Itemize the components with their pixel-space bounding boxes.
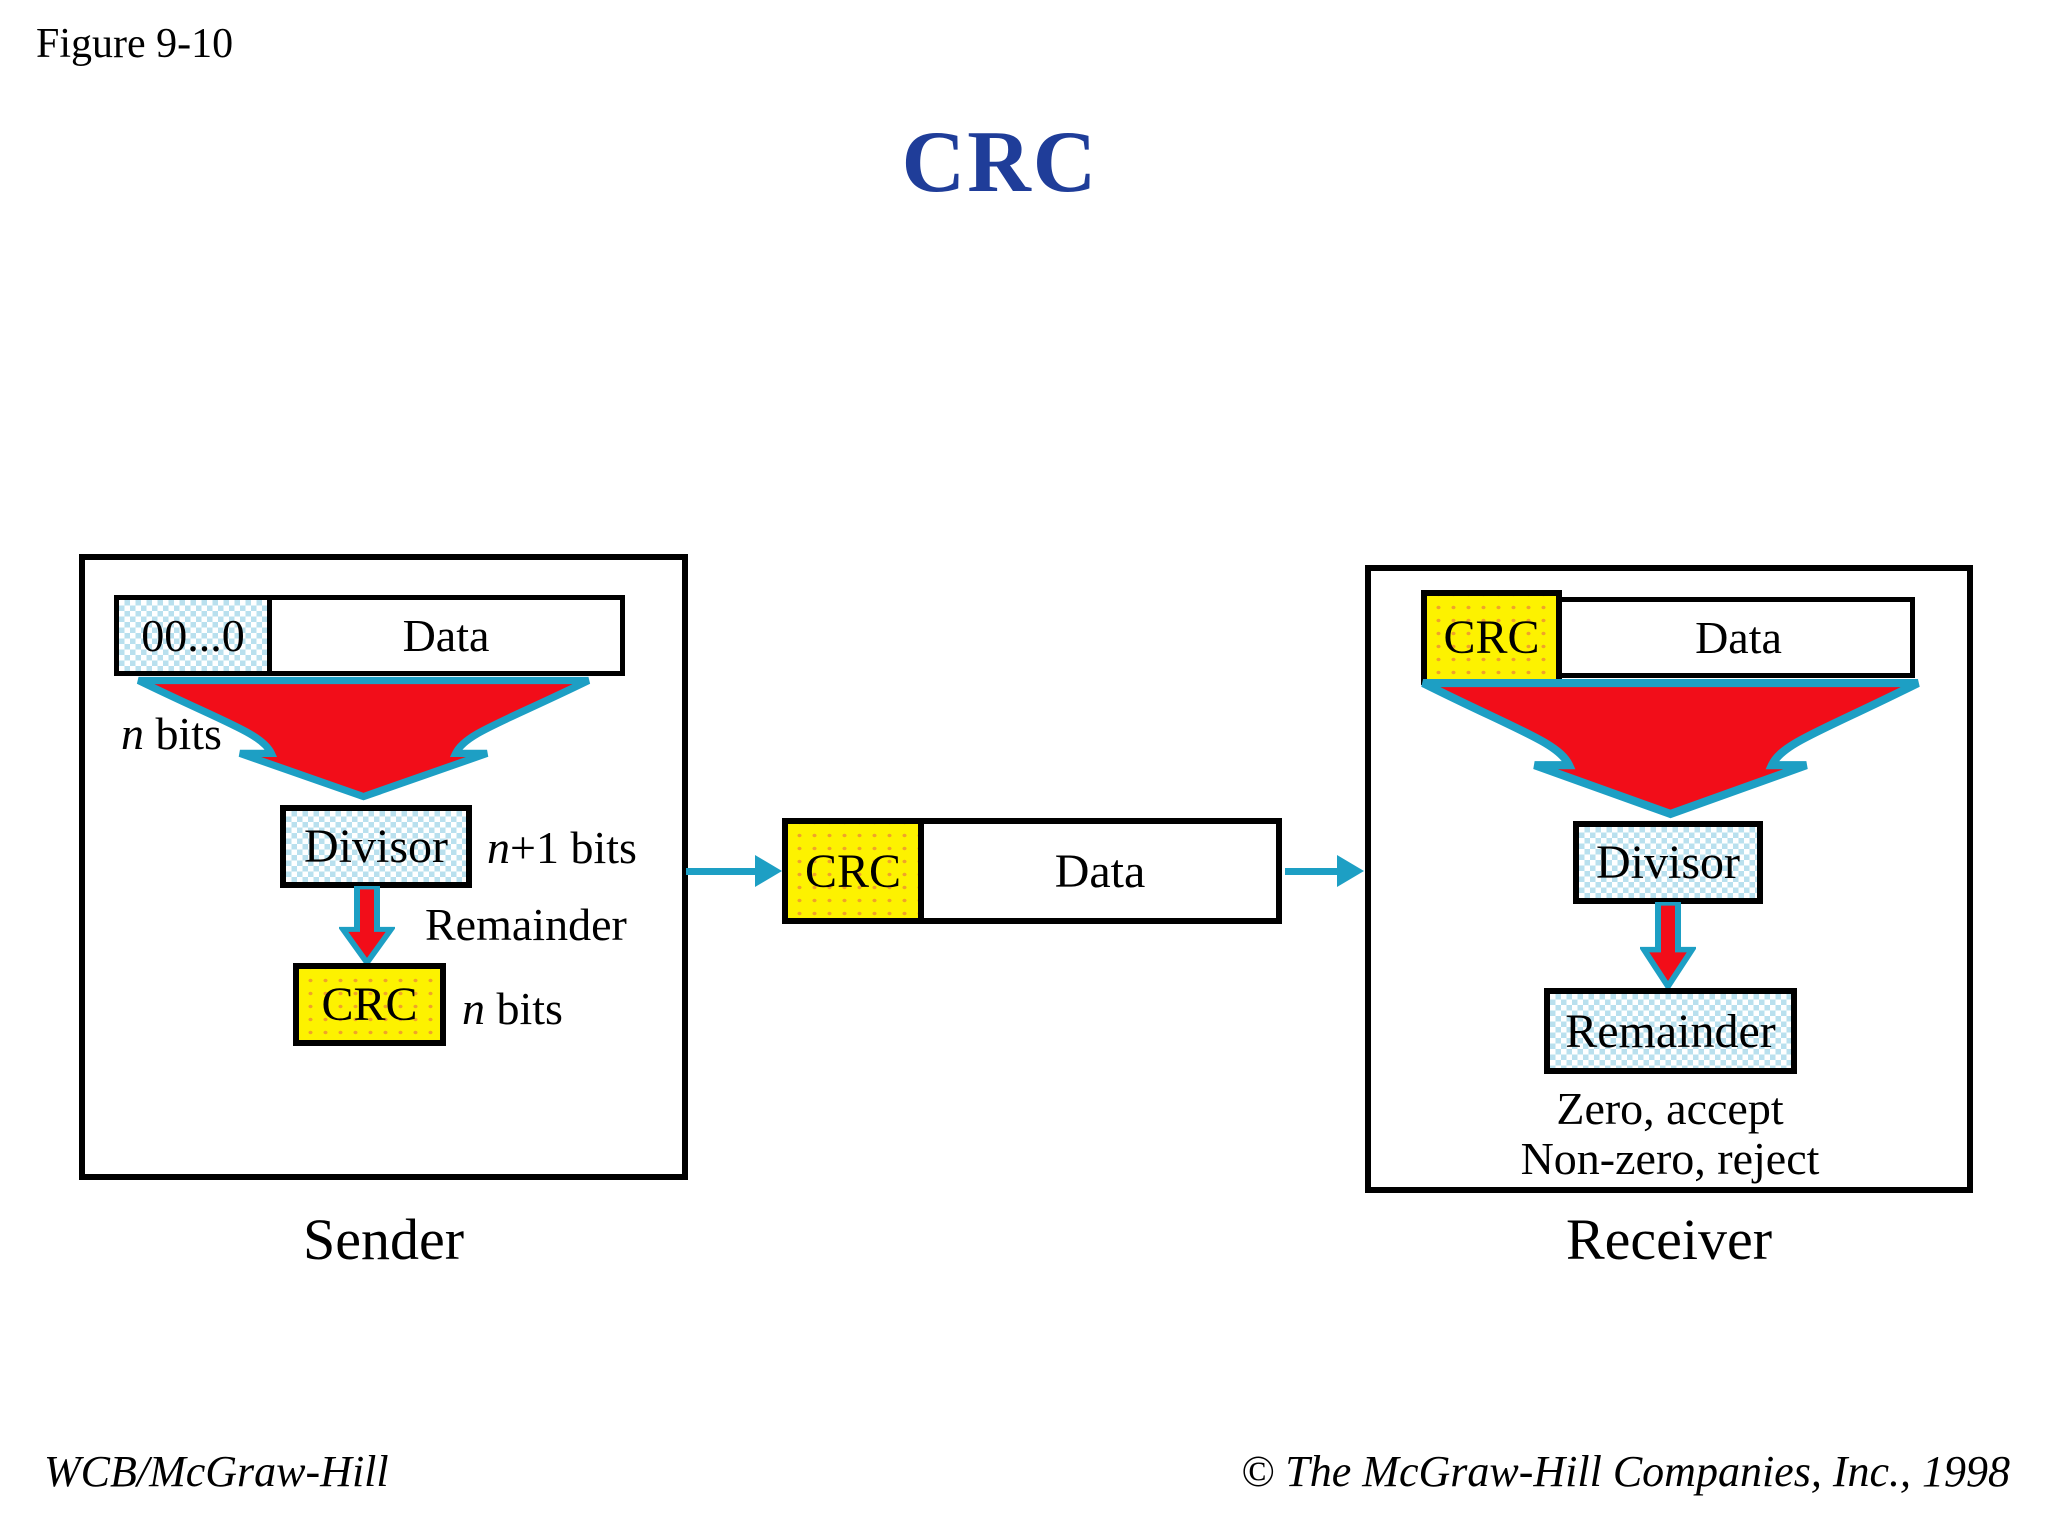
sender-zeros-cell: 00...0 <box>119 600 272 671</box>
receiver-decision-text: Zero, accept Non-zero, reject <box>1420 1084 1920 1183</box>
footer-right: © The McGraw-Hill Companies, Inc., 1998 <box>1240 1447 2010 1496</box>
n-plus-1-bits-label: n+1 bits <box>487 822 637 873</box>
sender-funnel-arrow-icon <box>136 676 591 801</box>
zero-accept-line: Zero, accept <box>1556 1083 1784 1134</box>
sender-data-label: Data <box>402 610 490 661</box>
remainder-label: Remainder <box>425 899 627 950</box>
sender-remainder-arrow-icon <box>339 886 395 966</box>
sender-data-cell: Data <box>272 600 620 671</box>
channel-right-arrow-line <box>1285 868 1338 875</box>
footer-left: WCB/McGraw-Hill <box>44 1447 389 1496</box>
figure-label: Figure 9-10 <box>36 21 234 67</box>
channel-left-arrow-head-icon <box>755 855 782 887</box>
receiver-divisor-box: Divisor <box>1573 821 1763 904</box>
sender-zeros-label: 00...0 <box>141 610 245 661</box>
sender-caption: Sender <box>302 1207 465 1272</box>
channel-crc-cell: CRC <box>788 824 924 918</box>
nonzero-reject-line: Non-zero, reject <box>1520 1132 1820 1184</box>
receiver-crc-box: CRC <box>1421 590 1562 685</box>
crc-n-bits-label: n bits <box>462 983 563 1034</box>
channel-right-arrow-head-icon <box>1337 855 1364 887</box>
channel-crc-label: CRC <box>804 844 902 898</box>
channel-data-cell: Data <box>924 824 1276 918</box>
n-bits-label: n bits <box>121 708 222 759</box>
receiver-remainder-label: Remainder <box>1565 1004 1776 1058</box>
receiver-crc-label: CRC <box>1443 611 1540 664</box>
sender-crc-label: CRC <box>321 978 418 1031</box>
channel-left-arrow-line <box>686 868 756 875</box>
channel-data-label: Data <box>1054 844 1146 898</box>
sender-frame: 00...0 Data <box>114 595 625 676</box>
sender-divisor-box: Divisor <box>280 805 472 888</box>
receiver-funnel-arrow-icon <box>1421 679 1920 819</box>
receiver-divisor-label: Divisor <box>1596 836 1740 889</box>
receiver-remainder-arrow-icon <box>1640 902 1696 990</box>
receiver-remainder-box: Remainder <box>1544 988 1797 1074</box>
sender-crc-box: CRC <box>293 963 446 1046</box>
channel-frame: CRC Data <box>782 818 1282 924</box>
receiver-caption: Receiver <box>1565 1207 1773 1272</box>
page-title: CRC <box>901 114 1099 211</box>
receiver-data-cell: Data <box>1426 602 1910 673</box>
sender-divisor-label: Divisor <box>304 820 448 873</box>
receiver-data-label: Data <box>1695 612 1782 663</box>
